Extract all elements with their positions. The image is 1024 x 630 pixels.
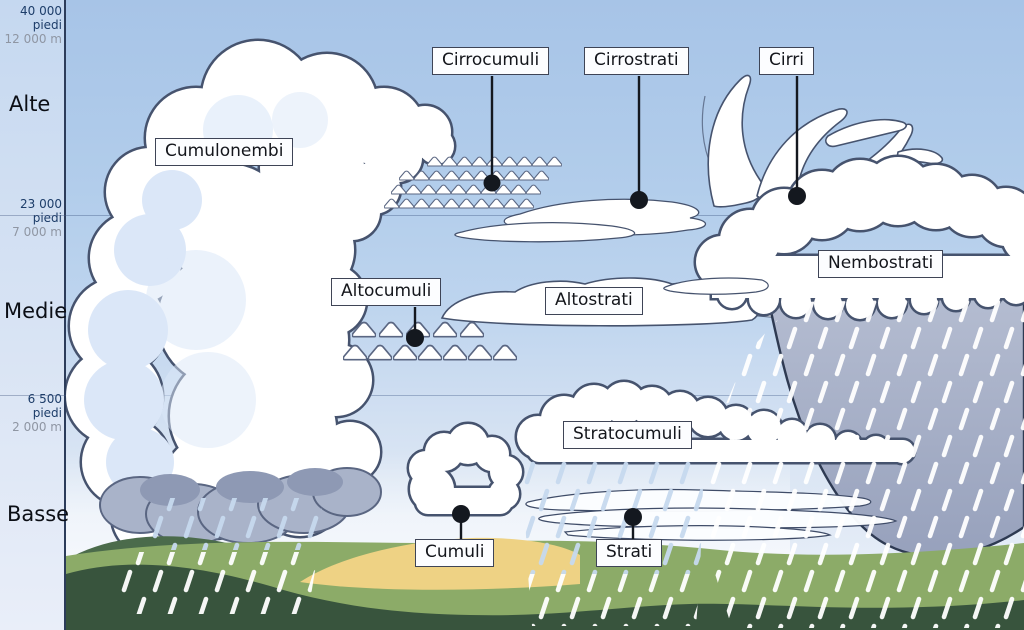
altitude-40000ft: 40 000 piedi 12 000 m: [0, 4, 63, 46]
label-cirrostrati: Cirrostrati: [584, 47, 689, 75]
label-nembostrati: Nembostrati: [818, 250, 944, 278]
band-label-basse: Basse: [7, 502, 70, 526]
altitude-feet: 6 500 piedi: [27, 392, 62, 420]
anchor-dots: [406, 174, 806, 526]
altitude-sidebar: 40 000 piedi 12 000 m 23 000 piedi 7 000…: [0, 0, 70, 630]
cumulonembi-rain-upper: [152, 498, 322, 550]
altitude-meters: 7 000 m: [12, 225, 62, 239]
label-altostrati: Altostrati: [545, 287, 643, 315]
altitude-23000ft: 23 000 piedi 7 000 m: [0, 197, 62, 239]
altitude-feet: 40 000 piedi: [20, 4, 62, 32]
band-label-medie: Medie: [4, 299, 68, 323]
altitude-meters: 12 000 m: [4, 32, 63, 46]
altitude-meters: 2 000 m: [12, 420, 62, 434]
label-stratocumuli: Stratocumuli: [563, 421, 692, 449]
cumulonembi-rain-lower: [114, 552, 318, 614]
label-cumulonembi: Cumulonembi: [155, 138, 294, 166]
sidebar-boundary-line: [0, 395, 66, 396]
nembostrati-rain: [706, 298, 1024, 628]
label-strati: Strati: [596, 539, 663, 567]
label-cirri: Cirri: [759, 47, 814, 75]
label-cumuli: Cumuli: [415, 539, 495, 567]
cirrostrati-cloud: [454, 198, 707, 243]
altitude-feet: 23 000 piedi: [20, 197, 62, 225]
band-label-alte: Alte: [9, 92, 51, 116]
label-altocumuli: Altocumuli: [331, 278, 442, 306]
altitude-6500ft: 6 500 piedi 2 000 m: [0, 392, 62, 434]
label-cirrocumuli: Cirrocumuli: [432, 47, 550, 75]
sidebar-boundary-line: [0, 215, 66, 216]
stratocumuli-rain-lower: [528, 574, 700, 626]
